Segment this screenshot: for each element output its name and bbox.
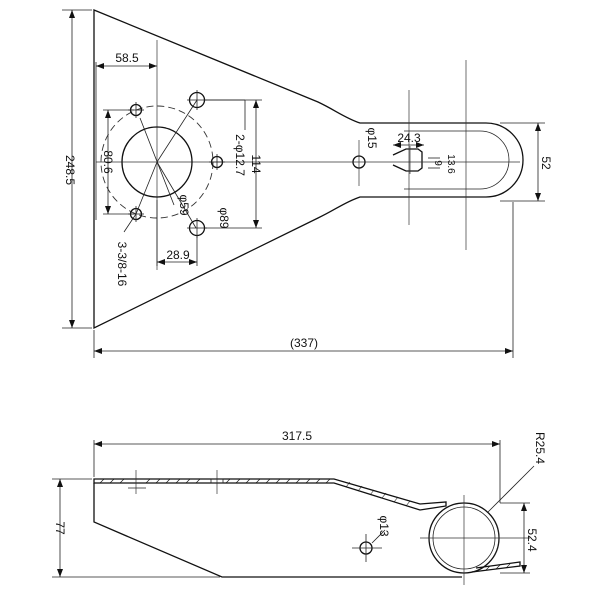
slot-hole (352, 155, 366, 169)
dim-slot-hole: φ15 (365, 127, 379, 148)
dim-slot-length: 24.3 (397, 131, 421, 145)
dim-bolt-circle: 80.6 (101, 150, 115, 174)
threaded-hole (209, 154, 225, 170)
dim-radius: R25.4 (533, 432, 547, 464)
eye-inner-outline (404, 130, 510, 190)
mounting-hole (187, 218, 207, 238)
dim-center-hole: φ59 (177, 194, 191, 215)
dim-height-114: 114 (249, 154, 263, 173)
dim-side-hole: φ13 (377, 515, 391, 536)
center-hole (121, 126, 193, 198)
bracket-outline (93, 9, 524, 330)
dim-side-height: 77 (53, 521, 67, 535)
dim-28-9: 28.9 (166, 248, 190, 262)
dim-overall-length: (337) (290, 336, 318, 350)
side-hole (352, 529, 386, 562)
plate-section (93, 478, 447, 511)
dim-slot-width-a: 9 (432, 160, 443, 166)
dim-eye-width: 52 (539, 156, 553, 170)
dim-threaded-holes: 3-3/8-16 (115, 242, 129, 287)
dim-slot-width-b: 13.6 (445, 154, 456, 174)
dim-eye-dia: 52.4 (525, 528, 539, 552)
plate-hatch (99, 478, 411, 507)
dim-bolt-offset: 58.5 (115, 51, 139, 65)
side-view: φ13 317.5 77 R25.4 52.4 (52, 429, 547, 585)
eye-hatch (485, 563, 511, 571)
dim-side-length: 317.5 (282, 429, 312, 443)
slot-outline (392, 148, 423, 172)
web-outline (93, 483, 462, 578)
top-view: 248.5 (337) 58.5 80.6 2-φ12.7 114 φ (62, 9, 553, 358)
dim-pcd: φ89 (217, 207, 231, 228)
dim-overall-height: 248.5 (63, 155, 77, 185)
dim-holes-2: 2-φ12.7 (233, 134, 247, 176)
